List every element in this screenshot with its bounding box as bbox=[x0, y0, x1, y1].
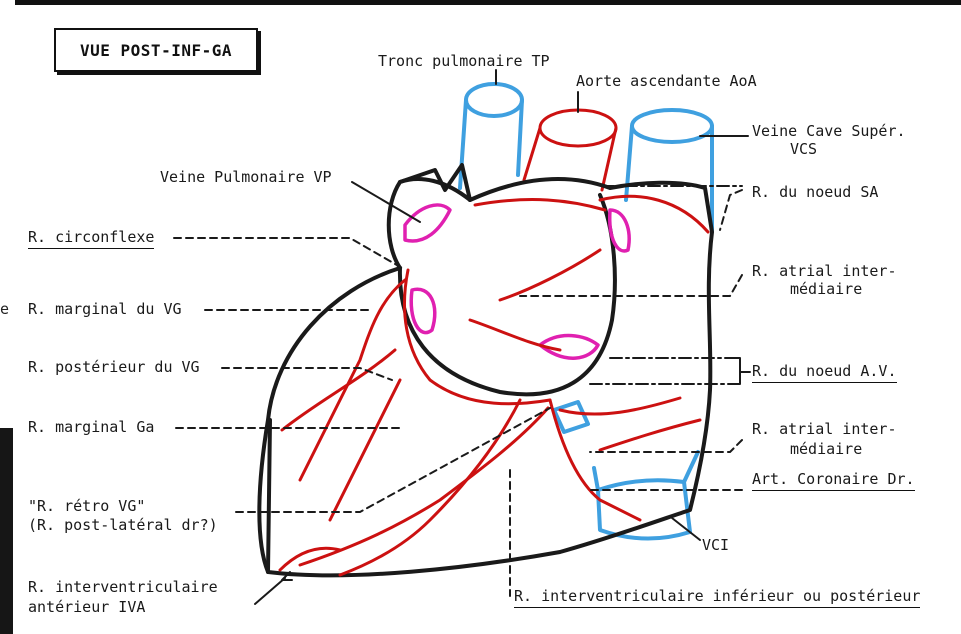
label-circumflex: R. circonflexe bbox=[28, 228, 154, 249]
label-atrial-intermediate-1: R. atrial inter- bbox=[752, 262, 897, 281]
label-ivc: VCI bbox=[702, 536, 729, 555]
label-iva-abbr: antérieur IVA bbox=[28, 598, 145, 617]
label-av-node-branch: R. du noeud A.V. bbox=[752, 362, 897, 383]
label-retro-vg-note: (R. post-latéral dr?) bbox=[28, 516, 218, 535]
label-ascending-aorta: Aorte ascendante AoA bbox=[576, 72, 757, 91]
superior-vena-cava bbox=[626, 110, 712, 232]
label-posterior-vg: R. postérieur du VG bbox=[28, 358, 200, 377]
label-atrial-intermediate-2b: médiaire bbox=[790, 440, 862, 459]
label-pulmonary-trunk: Tronc pulmonaire TP bbox=[378, 52, 550, 71]
label-atrial-intermediate-2: R. atrial inter- bbox=[752, 420, 897, 439]
solid-leaders bbox=[255, 70, 750, 604]
pulmonary-trunk bbox=[460, 84, 522, 188]
label-iva: R. interventriculaire bbox=[28, 578, 218, 597]
label-posterior-interventricular: R. interventriculaire inférieur ou posté… bbox=[514, 587, 920, 608]
label-retro-vg: "R. rétro VG" bbox=[28, 497, 145, 516]
pulmonary-veins bbox=[405, 205, 629, 358]
label-right-coronary: Art. Coronaire Dr. bbox=[752, 470, 915, 491]
label-pulmonary-vein: Veine Pulmonaire VP bbox=[160, 168, 332, 187]
label-marginal-ga: R. marginal Ga bbox=[28, 418, 154, 437]
coronary-arteries bbox=[280, 196, 708, 575]
dash-dot-leaders bbox=[590, 186, 742, 384]
heart-outline bbox=[259, 165, 712, 575]
label-superior-vena-cava: Veine Cave Supér. bbox=[752, 122, 906, 141]
label-atrial-intermediate-1b: médiaire bbox=[790, 280, 862, 299]
label-superior-vena-cava-abbr: VCS bbox=[790, 140, 817, 159]
label-sa-node-branch: R. du noeud SA bbox=[752, 183, 878, 202]
label-marginal-vg: R. marginal du VG bbox=[28, 300, 182, 319]
